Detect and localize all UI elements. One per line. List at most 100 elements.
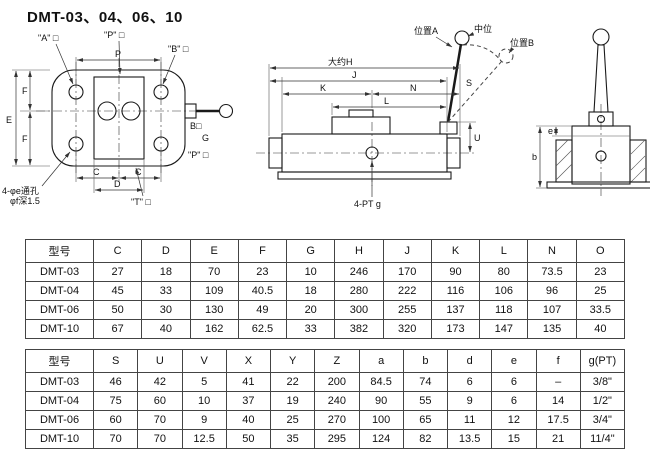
dim-label-G: G <box>202 133 209 143</box>
value-cell: 74 <box>402 372 449 392</box>
lever-knob <box>592 28 610 46</box>
value-cell: 12 <box>491 410 537 430</box>
mounting-hole <box>153 136 169 152</box>
value-cell: 100 <box>358 410 404 430</box>
b-port-small-label: B□ <box>190 121 202 131</box>
dim-label-F: F <box>22 134 28 144</box>
value-cell: 1/2" <box>579 391 626 411</box>
column-header: G <box>286 239 336 263</box>
value-cell: 9 <box>181 410 227 430</box>
mounting-hole <box>68 136 84 152</box>
base-plate <box>277 171 452 180</box>
value-cell: 25 <box>269 410 316 430</box>
value-cell: 60 <box>92 410 139 430</box>
value-cell: 41 <box>225 372 272 392</box>
value-cell: 22 <box>269 372 316 392</box>
value-cell: 10 <box>286 262 336 282</box>
value-cell: 10 <box>181 391 227 411</box>
value-cell: 50 <box>225 429 272 449</box>
column-header: O <box>575 239 626 263</box>
value-cell: 80 <box>479 262 529 282</box>
model-cell: DMT-03 <box>25 372 94 392</box>
top-block <box>331 116 391 135</box>
dim-label-S: S <box>466 78 472 88</box>
value-cell: 107 <box>527 300 577 320</box>
pivot-pin <box>596 114 606 124</box>
value-cell: 70 <box>137 429 183 449</box>
dim-label-L: L <box>384 96 389 106</box>
port-b-label: "B" □ <box>168 44 189 54</box>
column-header: L <box>479 239 529 263</box>
value-cell: 67 <box>92 319 143 339</box>
value-cell: 173 <box>430 319 481 339</box>
dim-label-D: D <box>114 179 121 189</box>
position-b-label: 位置B <box>510 37 534 48</box>
lever-knob-phantom <box>498 48 514 64</box>
value-cell: 84.5 <box>358 372 404 392</box>
dim-label-e: e <box>548 126 553 136</box>
value-cell: 42 <box>137 372 183 392</box>
value-cell: 27 <box>92 262 143 282</box>
value-cell: 14 <box>535 391 581 411</box>
value-cell: 25 <box>575 281 626 301</box>
value-cell: 19 <box>269 391 316 411</box>
value-cell: 106 <box>479 281 529 301</box>
value-cell: 37 <box>225 391 272 411</box>
dim-label-b: b <box>532 152 537 162</box>
end-cap-left <box>268 137 283 169</box>
value-cell: 124 <box>358 429 404 449</box>
value-cell: 70 <box>92 429 139 449</box>
dim-label-N: N <box>410 83 417 93</box>
value-cell: 49 <box>237 300 288 320</box>
value-cell: 15 <box>491 429 537 449</box>
value-cell: 116 <box>430 281 481 301</box>
port-p-small-label: "P" □ <box>188 150 209 160</box>
side-view: 位置A 中位 位置B S 大约H J K N L <box>256 24 534 209</box>
value-cell: 33 <box>286 319 336 339</box>
value-cell: 118 <box>479 300 529 320</box>
value-cell: 270 <box>314 410 360 430</box>
value-cell: 162 <box>189 319 239 339</box>
value-cell: 96 <box>527 281 577 301</box>
front-view: E F F P C C D "A" □ "P" □ "B" □ <box>2 30 234 207</box>
port-a-label: "A" □ <box>38 33 59 43</box>
value-cell: 6 <box>446 372 493 392</box>
value-cell: 9 <box>446 391 493 411</box>
value-cell: 240 <box>314 391 360 411</box>
value-cell: 280 <box>334 281 384 301</box>
value-cell: 18 <box>141 262 191 282</box>
column-header: f <box>535 349 581 373</box>
value-cell: 82 <box>402 429 449 449</box>
column-header: Y <box>269 349 316 373</box>
column-header: 型号 <box>25 349 94 373</box>
value-cell: 320 <box>382 319 432 339</box>
mid-position-label: 中位 <box>474 24 492 34</box>
value-cell: 255 <box>382 300 432 320</box>
top-step <box>348 109 374 118</box>
value-cell: 5 <box>181 372 227 392</box>
value-cell: 130 <box>189 300 239 320</box>
value-cell: 33.5 <box>575 300 626 320</box>
port-hole <box>595 150 607 162</box>
value-cell: 12.5 <box>181 429 227 449</box>
port-hole <box>365 146 379 160</box>
value-cell: 222 <box>382 281 432 301</box>
value-cell: 3/8" <box>579 372 626 392</box>
position-a-label: 位置A <box>414 25 438 36</box>
dim-label-U: U <box>474 133 481 143</box>
value-cell: 109 <box>189 281 239 301</box>
value-cell: 30 <box>141 300 191 320</box>
dim-label-J: J <box>352 70 357 80</box>
value-cell: 60 <box>137 391 183 411</box>
end-cap-right <box>446 137 461 169</box>
